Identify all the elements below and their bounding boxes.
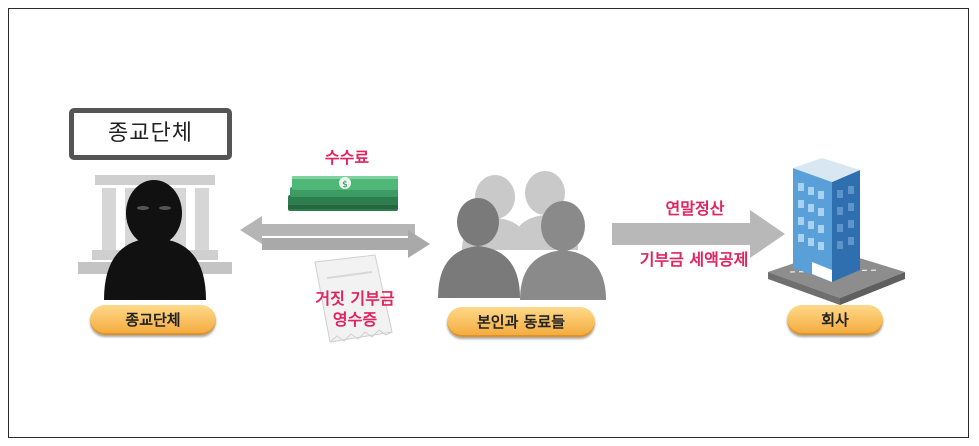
donation-tax-credit-label: 기부금 세액공제 (639, 250, 749, 269)
receipt-icon (314, 254, 393, 343)
svg-text:$: $ (342, 180, 348, 190)
people-group-icon (438, 171, 606, 300)
fee-label: 수수료 (324, 148, 370, 167)
money-stack-icon: $ (288, 176, 398, 211)
self-and-colleagues-node-label: 본인과 동료들 (447, 307, 595, 337)
company-building-icon (768, 158, 905, 305)
fake-receipt-label-line2: 영수증 (332, 310, 378, 329)
fake-receipt-label-line1: 거짓 기부금 (315, 289, 395, 308)
religious-group-sign: 종교단체 (69, 108, 232, 160)
arrow-right-icon (612, 210, 785, 258)
double-arrow-icon (240, 216, 430, 258)
shadow-person-icon (104, 180, 206, 300)
company-node-label: 회사 (787, 305, 883, 335)
religious-group-node-label: 종교단체 (90, 305, 216, 335)
year-end-settlement-label: 연말정산 (665, 199, 725, 218)
